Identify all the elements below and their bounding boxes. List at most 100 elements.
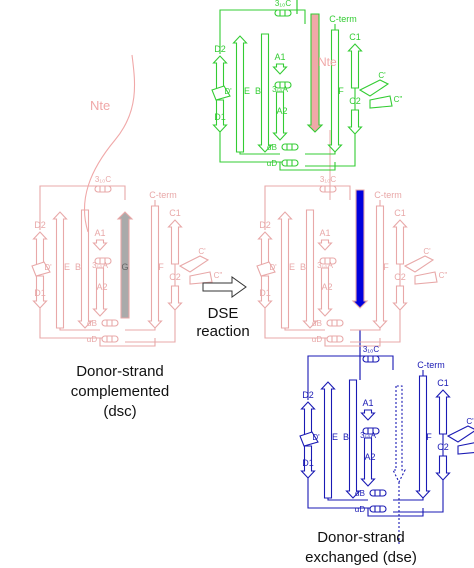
label-d1: D1 [302,458,314,468]
dse-caption-line1: Donor-strand [317,529,405,546]
loop-bottom [324,338,381,347]
strand-d-prime [31,261,51,277]
helix-ad [101,335,119,343]
strand-d-prime [256,261,276,277]
dsc-caption: Donor-strand complemented (dsc) [40,362,200,422]
strand-dotted-slot [392,385,406,484]
label-a1: A1 [274,52,285,62]
strand-a2 [272,91,288,141]
dse-caption-line2: exchanged (dse) [305,549,417,566]
strand-f [147,205,163,329]
strand-c2 [435,455,451,481]
strand-c-dprime [414,271,438,285]
strand-b [345,379,361,499]
label-c2: C2 [349,96,361,106]
strand-c1 [392,219,408,265]
label-d1: D1 [259,288,271,298]
label-b: B [300,262,306,272]
label-alpha-b: αB [312,319,322,328]
dsc-nte-label: Nte [90,98,110,113]
dse-reaction-arrow [202,276,247,298]
label-alpha-d: αD [312,335,323,344]
label-c-term: C-term [417,360,445,370]
helix-ab [326,319,344,327]
strand-a2 [317,267,333,317]
label-d1: D1 [34,288,46,298]
strand-c2 [392,285,408,311]
donor-strand [306,13,324,133]
donor-strand [351,189,369,309]
label-c1: C1 [394,208,406,218]
label-c2: C2 [437,442,449,452]
label-alpha-b: αB [87,319,97,328]
strand-d1 [212,99,228,133]
strand-e [232,35,248,153]
loop-d2-top [264,185,351,230]
label-d2: D2 [259,220,271,230]
strand-c2 [347,109,363,135]
label-a1: A1 [319,228,330,238]
strand-d-prime [211,85,231,101]
label-g: G [121,262,128,272]
strand-a1 [360,409,376,421]
strand-f [372,205,388,329]
loop-d2-top [219,9,306,54]
helix-ad [281,159,299,167]
strand-c-dprime [369,95,393,109]
label-c1: C1 [169,208,181,218]
label-d-prime: D' [312,433,320,442]
dse-caption: Donor-strand exchanged (dse) [286,528,436,568]
strand-c-prime [358,79,390,97]
label-alpha-b: αB [267,143,277,152]
strand-b [257,33,273,153]
strand-c2 [167,285,183,311]
label-310c: 3₁₀C [95,175,111,184]
dse-arrow-label-2: reaction [196,323,249,340]
label-c1: C1 [349,32,361,42]
strand-d1 [32,275,48,309]
label-a2: A2 [364,452,375,462]
strand-c1 [167,219,183,265]
helix-ab [281,143,299,151]
loop-bottom [367,508,424,517]
strand-f [415,375,431,499]
label-c2: C2 [169,272,181,282]
dsc-caption-line1: Donor-strand [76,363,164,380]
label-d1: D1 [214,112,226,122]
label-alpha-d: αD [87,335,98,344]
dsc-nte-curve [83,54,136,233]
label-a2: A2 [321,282,332,292]
label-c1: C1 [437,378,449,388]
strand-a1 [92,239,108,251]
strand-e [320,381,336,499]
strand-c-dprime [457,442,474,455]
loop-d1-bottom [307,478,373,509]
label-c-prime: C' [378,71,386,80]
label-d-prime: D' [269,263,277,272]
loop-f [350,200,381,331]
label-a2: A2 [276,106,287,116]
label-f: F [383,262,389,272]
label-b: B [75,262,81,272]
strand-d-prime [299,431,319,447]
helix-ab [369,489,387,497]
helix-310a [94,257,112,265]
label-c-term: C-term [374,190,402,200]
label-b: B [343,432,349,442]
dsc-caption-line2: complemented [70,383,170,400]
loop-d2-top [307,355,394,400]
strand-a2 [360,437,376,487]
loop-bottom [99,338,156,347]
strand-d1 [300,445,316,479]
label-c-prime: C' [198,247,206,256]
helix-ad [326,335,344,343]
label-310a: 3₁₀A [272,85,288,94]
loop-d2-top [39,185,126,230]
top-nte-label: Nte [318,55,337,69]
helix-310a [274,81,292,89]
label-b: B [255,86,261,96]
